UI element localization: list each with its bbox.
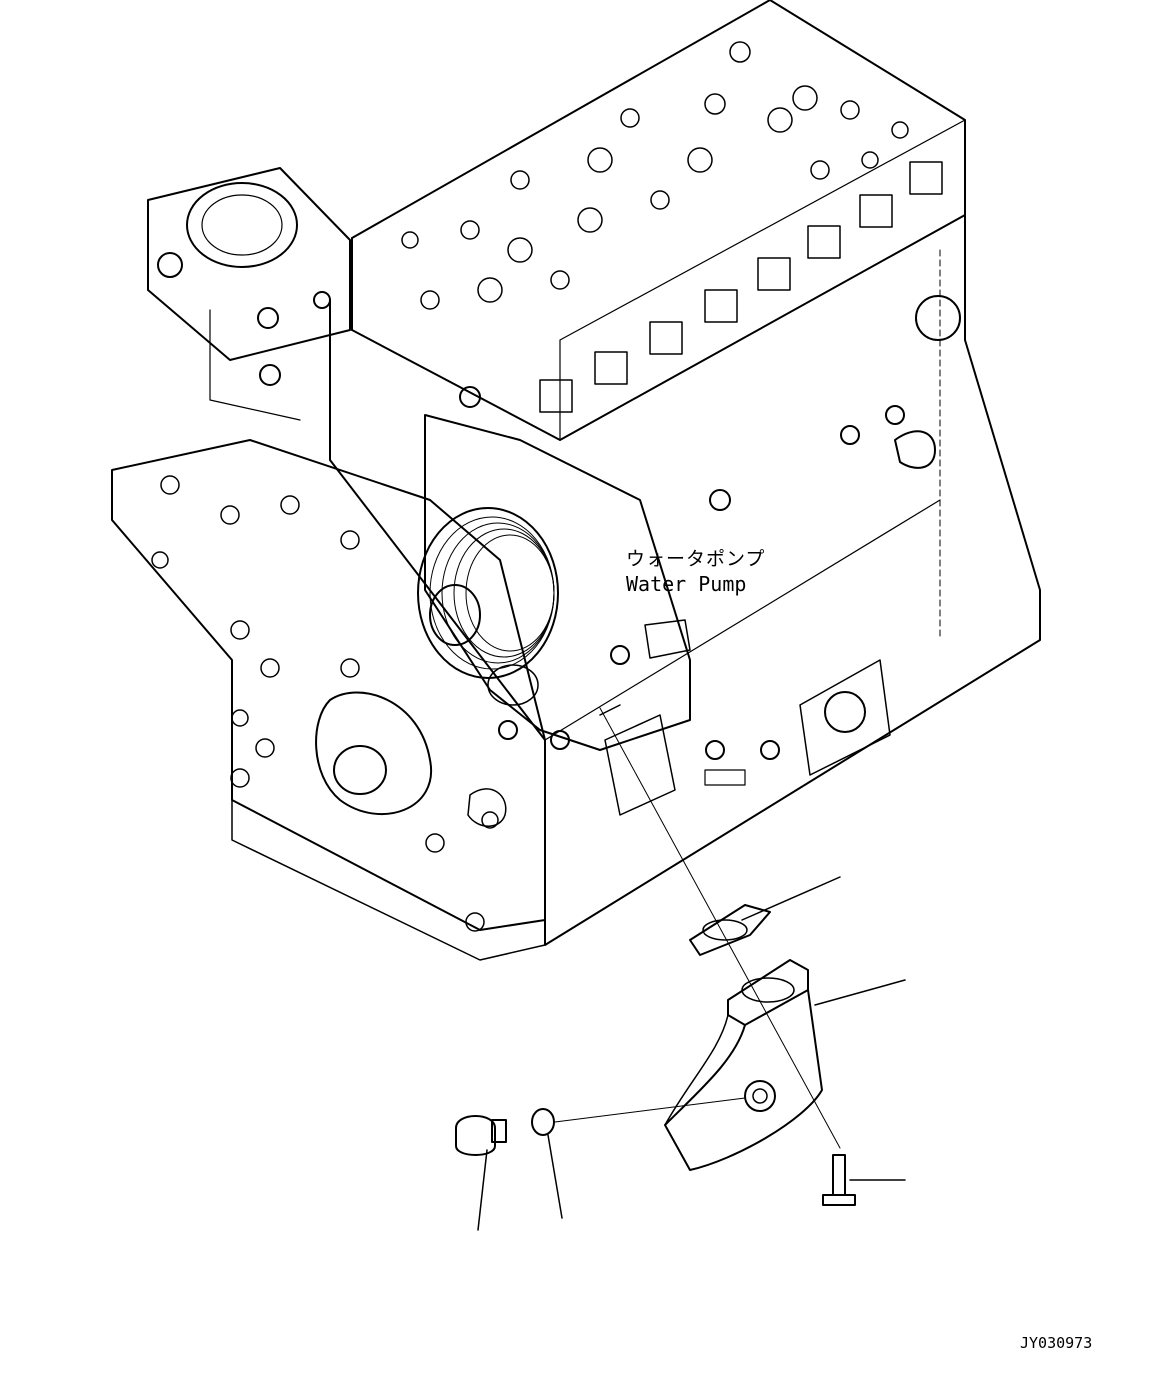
drawing-id: JY030973 (1020, 1334, 1093, 1352)
bolt (822, 1154, 906, 1206)
timing-gear-case (111, 439, 546, 961)
water-pump-label-en: Water Pump (626, 572, 747, 596)
o-ring (531, 1097, 746, 1219)
thermostat-housing (147, 167, 351, 421)
cylinder-head (351, 0, 966, 441)
gasket-leader-line (741, 876, 841, 921)
plug-leader-line (477, 1149, 488, 1231)
water-pipe-elbow (664, 959, 906, 1171)
water-pump (417, 386, 691, 751)
cylinder-block (329, 214, 1041, 946)
o-ring-assembly-line (554, 1097, 746, 1123)
water-pump-label-jp: ウォータポンプ (626, 548, 766, 570)
plug (455, 1115, 507, 1231)
o-ring-leader-line (547, 1134, 563, 1219)
gasket (689, 876, 841, 956)
elbow-leader-line (814, 979, 906, 1006)
assembly-center-line (599, 707, 841, 1149)
